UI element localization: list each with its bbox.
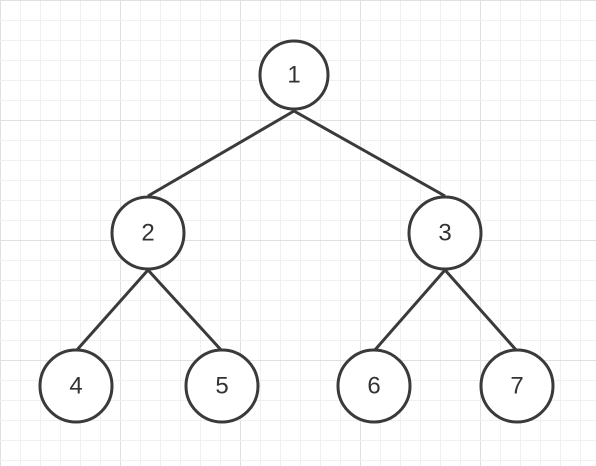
node-label-5: 5 [215,373,228,400]
node-label-2: 2 [141,220,154,247]
tree-node-3: 3 [407,195,483,271]
tree-node-7: 7 [479,348,555,424]
edge-2-5 [146,268,224,353]
nodes: 1 2 3 4 5 6 7 [38,39,555,424]
node-label-7: 7 [510,373,523,400]
node-label-4: 4 [69,373,82,400]
edge-1-3 [293,109,446,198]
edge-1-2 [147,109,295,198]
node-label-6: 6 [367,373,380,400]
tree-node-6: 6 [336,348,412,424]
tree-node-1: 1 [258,39,330,111]
edge-2-4 [74,269,150,352]
node-label-1: 1 [287,62,300,89]
edge-3-6 [372,269,447,352]
tree-node-4: 4 [38,348,114,424]
edge-3-7 [443,269,519,352]
edges [74,109,519,353]
tree-node-5: 5 [184,348,260,424]
node-label-3: 3 [438,220,451,247]
tree-node-2: 2 [110,195,186,271]
